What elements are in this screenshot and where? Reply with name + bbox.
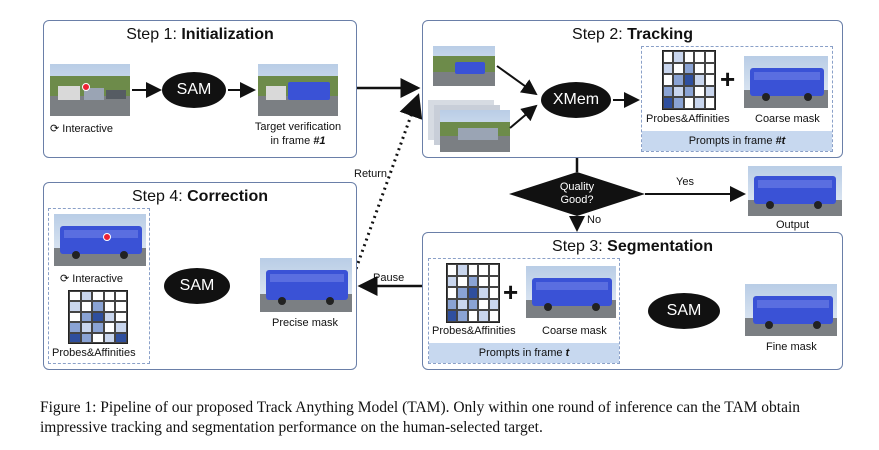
step3-prompts-bar: Prompts in frame t — [429, 343, 619, 363]
pause-label: Pause — [373, 272, 405, 284]
click-point-icon — [82, 83, 90, 91]
step1-sam-node: SAM — [162, 72, 226, 108]
step2-probes-label: Probes&Affinities — [646, 113, 730, 125]
step2-coarse-label: Coarse mask — [755, 113, 820, 125]
step3-probes-grid — [446, 263, 500, 323]
step4-input-frame — [54, 214, 146, 266]
step2-frame-stack — [428, 100, 510, 152]
step4-precise-label: Precise mask — [272, 317, 339, 329]
refresh-icon: ⟳ — [50, 123, 60, 135]
step1-input-frame — [50, 64, 130, 116]
step4-probes-label: Probes&Affinities — [52, 347, 136, 359]
output-label: Output — [776, 219, 810, 231]
step2-prompts-bar: Prompts in frame #t — [642, 131, 832, 151]
decision-yes-label: Yes — [676, 176, 694, 188]
step2-xmem-node: XMem — [541, 82, 611, 118]
decision-no-label: No — [587, 214, 602, 226]
step4-probes-grid — [68, 290, 128, 344]
refresh-icon: ⟳ — [60, 273, 70, 285]
figure-caption: Figure 1: Pipeline of our proposed Track… — [40, 399, 801, 436]
step4-sam-node: SAM — [164, 268, 230, 304]
step4-interactive-label: ⟳ Interactive — [60, 273, 124, 285]
step1-title: Step 1: Initialization — [126, 26, 274, 43]
step1-verification-label: Target verification in frame #1 — [254, 121, 342, 147]
step2-title: Step 2: Tracking — [572, 26, 693, 43]
step3-title: Step 3: Segmentation — [552, 238, 713, 255]
output-frame — [748, 166, 842, 216]
step3-fine-label: Fine mask — [766, 341, 817, 353]
step1-output-frame — [258, 64, 338, 116]
step4-click-point-icon — [103, 233, 111, 241]
step1-interactive-label: ⟳ Interactive — [50, 123, 114, 135]
step2-probes-grid — [662, 50, 716, 110]
step3-coarse-mask — [526, 266, 616, 318]
step4-title: Step 4: Correction — [131, 188, 269, 205]
return-label: Return — [354, 168, 388, 180]
step4-precise-mask — [260, 258, 352, 312]
step3-probes-label: Probes&Affinities — [432, 325, 516, 337]
step3-plus-icon: + — [503, 277, 519, 307]
step2-coarse-mask — [744, 56, 828, 108]
step2-plus-icon: + — [720, 64, 736, 94]
step3-fine-mask — [745, 284, 837, 336]
step2-prev-frame — [433, 46, 495, 86]
step3-sam-node: SAM — [648, 293, 720, 329]
step3-coarse-label: Coarse mask — [542, 325, 607, 337]
